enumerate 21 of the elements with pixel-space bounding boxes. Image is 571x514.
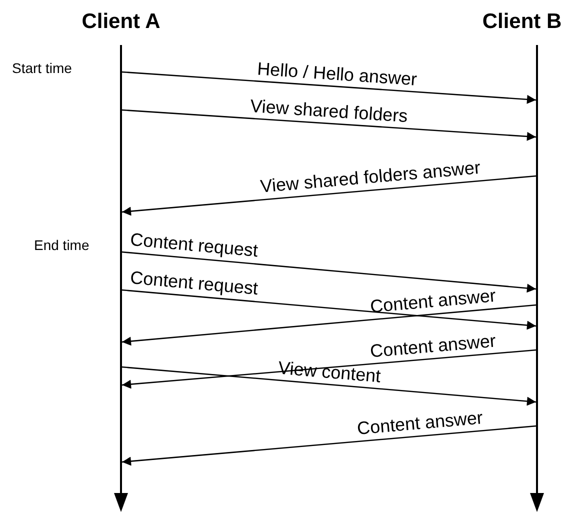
- message-label: Content answer: [368, 286, 496, 318]
- message-label: View shared folders answer: [259, 158, 482, 198]
- message-arrow: [122, 71, 536, 104]
- message-arrow: [122, 304, 536, 346]
- message-label: Content request: [129, 230, 259, 262]
- message-arrow: [122, 109, 536, 141]
- message-label: View shared folders: [250, 96, 408, 126]
- message-arrow: [122, 349, 536, 389]
- message-arrow: [122, 366, 536, 406]
- time-marker-label: End time: [34, 237, 90, 253]
- message-label: Content answer: [368, 331, 496, 362]
- participant-name: Client B: [482, 10, 562, 34]
- participant-name: Client A: [82, 10, 160, 34]
- message-arrow: [122, 425, 536, 466]
- time-marker-label: Start time: [12, 60, 72, 76]
- message-label: Hello / Hello answer: [256, 59, 418, 90]
- message-arrow: [122, 289, 536, 330]
- message-arrow: [122, 175, 536, 216]
- message-label: Content request: [129, 268, 259, 300]
- message-arrow: [122, 251, 536, 293]
- message-label: Content answer: [356, 408, 484, 440]
